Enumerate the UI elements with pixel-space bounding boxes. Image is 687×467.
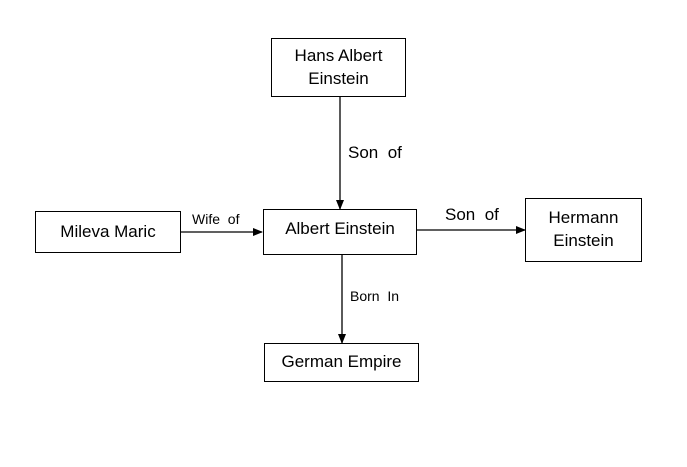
node-label: Hans Albert Einstein (294, 45, 383, 88)
node-albert-einstein: Albert Einstein (263, 209, 417, 255)
edge-label-mileva-wife-of: Wife of (192, 211, 240, 227)
node-label: Hermann Einstein (548, 208, 619, 250)
edge-label-hans-son-of: Son of (348, 143, 402, 162)
node-german-empire: German Empire (264, 343, 419, 382)
node-label: Albert Einstein (285, 219, 395, 238)
node-label: Mileva Maric (60, 221, 156, 241)
node-hans-albert-einstein: Hans Albert Einstein (271, 38, 406, 97)
node-hermann-einstein: Hermann Einstein (525, 198, 642, 262)
edge-label-born-in: Born In (350, 288, 400, 304)
node-label: German Empire (281, 352, 402, 372)
node-mileva-maric: Mileva Maric (35, 211, 181, 253)
edge-label-hermann-son-of: Son of (445, 205, 499, 224)
